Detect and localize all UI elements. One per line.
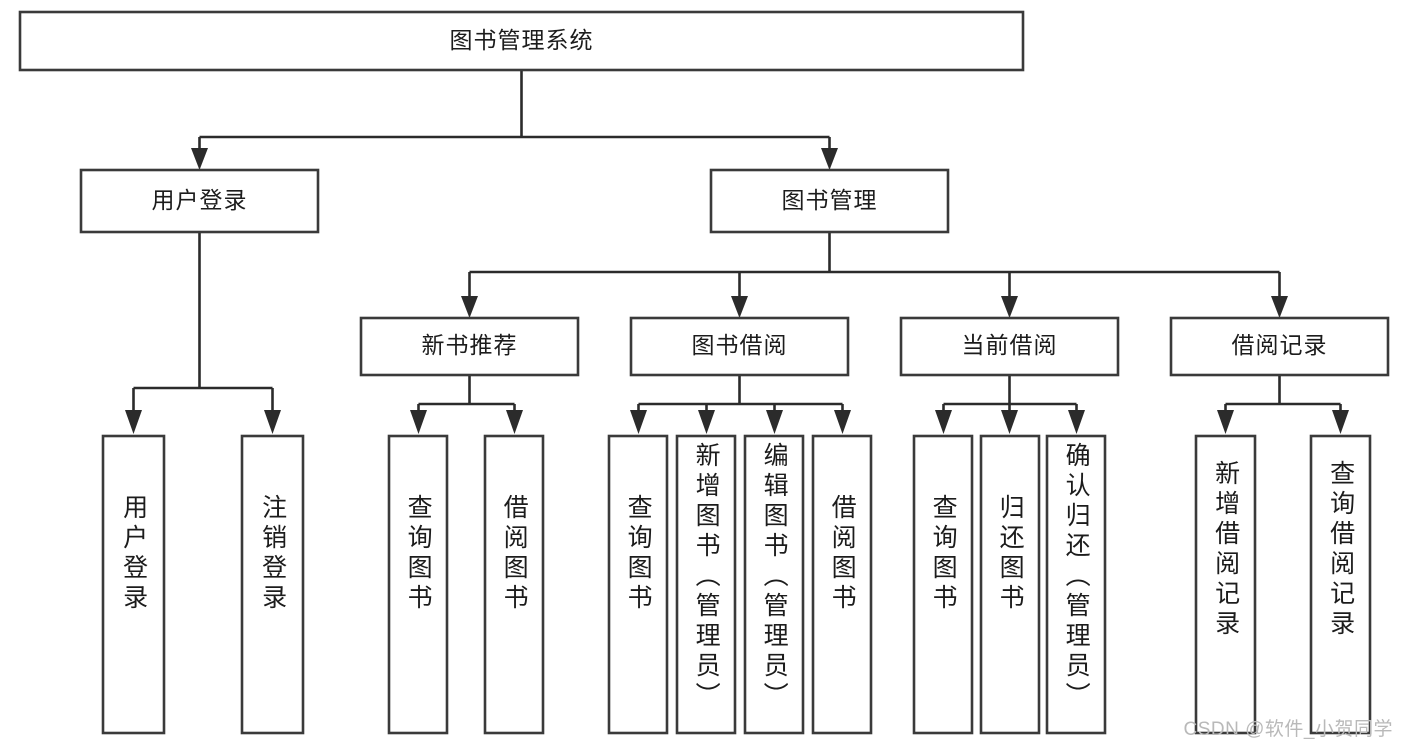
node-book-management-box[interactable]: [709, 168, 950, 234]
node-new-book-recommend-label: 新书推荐: [422, 332, 518, 358]
node-root-system-label: 图书管理系统: [450, 27, 594, 53]
arrowhead-current-borrow: [1001, 296, 1018, 318]
leaf-box-add-borrow-record[interactable]: [1194, 434, 1257, 735]
node-book-borrow-box[interactable]: [629, 316, 850, 377]
arrowhead-user-login: [191, 148, 208, 170]
node-book-management-label: 图书管理: [782, 187, 878, 213]
node-root-system[interactable]: 图书管理系统: [18, 10, 1025, 72]
arrowhead-nb-leaf-2: [506, 410, 523, 434]
arrowhead-bb-leaf-1: [630, 410, 647, 434]
node-book-management[interactable]: 图书管理: [709, 168, 950, 234]
arrowhead-bb-leaf-4: [834, 410, 851, 434]
arrowhead-leaf-user-login: [125, 410, 142, 434]
leaf-box-confirm-return-admin[interactable]: [1045, 434, 1107, 735]
node-user-login-label: 用户登录: [152, 187, 248, 213]
node-current-borrow[interactable]: 当前借阅: [899, 316, 1120, 377]
node-borrow-record-box[interactable]: [1169, 316, 1390, 377]
node-new-book-recommend-box[interactable]: [359, 316, 580, 377]
connector-group-user-login-to-leaves: [125, 232, 281, 434]
node-book-borrow-label: 图书借阅: [692, 332, 788, 358]
arrowhead-borrow-record: [1271, 296, 1288, 318]
node-user-login[interactable]: 用户登录: [79, 168, 320, 234]
node-borrow-record-label: 借阅记录: [1232, 332, 1328, 358]
arrowhead-bb-leaf-2: [698, 410, 715, 434]
leaf-box-group: [101, 434, 1372, 735]
connector-group-new-book-to-leaves: [410, 375, 523, 434]
arrowhead-br-leaf-1: [1217, 410, 1234, 434]
arrowhead-br-leaf-2: [1332, 410, 1349, 434]
arrowhead-book-mgmt: [821, 148, 838, 170]
leaf-box-add-book-admin[interactable]: [675, 434, 737, 735]
arrowhead-bb-leaf-3: [766, 410, 783, 434]
arrowhead-borrow-book: [731, 296, 748, 318]
connector-group-current-borrow-to-leaves: [935, 375, 1085, 434]
leaf-box-logout[interactable]: [240, 434, 305, 735]
arrowhead-leaf-logout: [264, 410, 281, 434]
node-book-borrow[interactable]: 图书借阅: [629, 316, 850, 377]
leaf-box-edit-book-admin[interactable]: [743, 434, 805, 735]
leaf-box-user-login[interactable]: [101, 434, 166, 735]
connector-group-borrow-book-to-leaves: [630, 375, 851, 434]
connector-group-borrow-record-to-leaves: [1217, 375, 1349, 434]
leaf-box-return-book[interactable]: [979, 434, 1041, 735]
arrowhead-cb-leaf-3: [1068, 410, 1085, 434]
csdn-watermark: CSDN @软件_小贺同学: [1183, 719, 1393, 740]
node-new-book-recommend[interactable]: 新书推荐: [359, 316, 580, 377]
leaf-box-borrow-book-bb[interactable]: [811, 434, 873, 735]
leaf-box-query-book-cb[interactable]: [912, 434, 974, 735]
leaf-box-query-book-bb[interactable]: [607, 434, 669, 735]
node-current-borrow-label: 当前借阅: [962, 332, 1058, 358]
arrowhead-cb-leaf-1: [935, 410, 952, 434]
node-root-system-box[interactable]: [18, 10, 1025, 72]
arrowhead-nb-leaf-1: [410, 410, 427, 434]
node-current-borrow-box[interactable]: [899, 316, 1120, 377]
node-borrow-record[interactable]: 借阅记录: [1169, 316, 1390, 377]
leaf-box-query-book-nb[interactable]: [387, 434, 449, 735]
connector-group-book-mgmt-to-level3: [461, 232, 1288, 318]
leaf-box-borrow-book-nb[interactable]: [483, 434, 545, 735]
node-user-login-box[interactable]: [79, 168, 320, 234]
connector-group-root-to-level2: [191, 70, 838, 170]
leaf-box-query-borrow-record[interactable]: [1309, 434, 1372, 735]
arrowhead-new-book: [461, 296, 478, 318]
arrowhead-cb-leaf-2: [1001, 410, 1018, 434]
